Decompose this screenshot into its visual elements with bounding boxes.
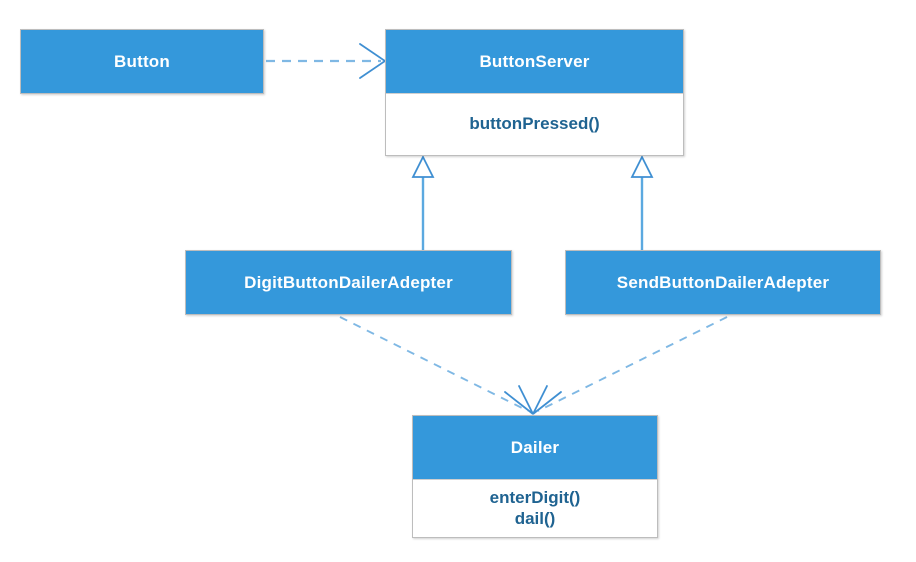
class-name-digitbuttondaileradepter: DigitButtonDailerAdepter	[186, 251, 511, 314]
edge-digitadapter-inherits-buttonserver	[411, 154, 435, 250]
edge-button-uses-buttonserver	[266, 43, 387, 79]
class-member: enterDigit()	[489, 487, 581, 507]
dependency-line	[537, 316, 728, 412]
class-node-buttonserver[interactable]: ButtonServer buttonPressed()	[385, 29, 684, 156]
class-members-buttonserver: buttonPressed()	[386, 93, 683, 155]
edge-sendadapter-uses-dailer	[532, 316, 728, 415]
open-arrowhead-icon	[359, 43, 387, 79]
class-node-digitbuttondaileradepter[interactable]: DigitButtonDailerAdepter	[185, 250, 512, 315]
class-member: dail()	[514, 508, 556, 528]
hollow-triangle-arrowhead-icon	[630, 154, 654, 178]
class-node-dailer[interactable]: Dailer enterDigit() dail()	[412, 415, 658, 538]
class-members-dailer: enterDigit() dail()	[413, 479, 657, 537]
dependency-line	[339, 316, 529, 412]
class-name-dailer: Dailer	[413, 416, 657, 479]
open-arrowhead-icon	[532, 385, 562, 415]
class-node-sendbuttondaileradepter[interactable]: SendButtonDailerAdepter	[565, 250, 881, 315]
open-arrowhead-icon	[504, 385, 534, 415]
edge-sendadapter-inherits-buttonserver	[630, 154, 654, 250]
hollow-triangle-arrowhead-icon	[411, 154, 435, 178]
class-node-button[interactable]: Button	[20, 29, 264, 94]
edge-digitadapter-uses-dailer	[339, 316, 534, 415]
class-name-buttonserver: ButtonServer	[386, 30, 683, 93]
class-member: buttonPressed()	[469, 114, 600, 134]
class-name-button: Button	[21, 30, 263, 93]
class-name-sendbuttondaileradepter: SendButtonDailerAdepter	[566, 251, 880, 314]
